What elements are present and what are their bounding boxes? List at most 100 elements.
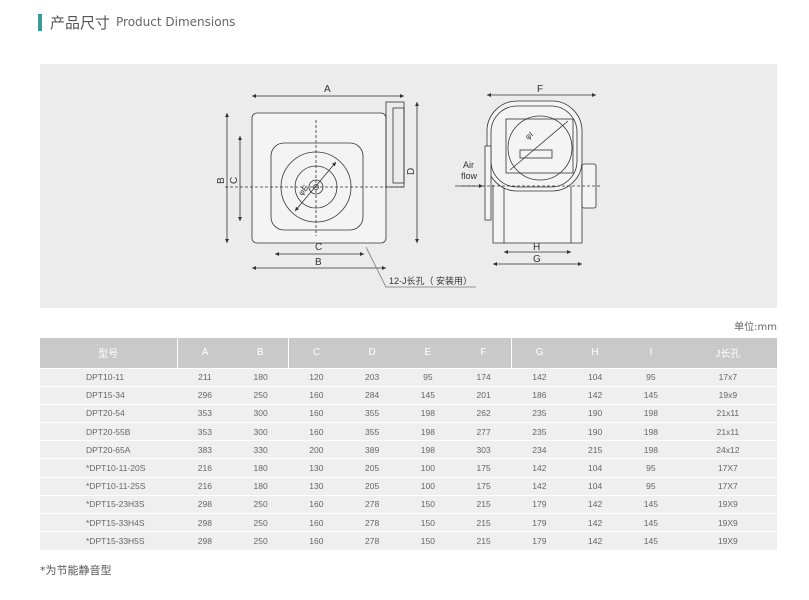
model-cell: DPT20-65A: [40, 440, 177, 459]
column-header: C: [288, 338, 345, 368]
value-cell: 160: [288, 494, 345, 514]
model-cell: DPT20-55B: [40, 422, 177, 441]
value-cell: 179: [511, 531, 568, 550]
model-cell: *DPT15-33H5S: [40, 531, 177, 550]
title-accent-bar: [38, 13, 42, 31]
value-cell: 234: [511, 440, 568, 459]
value-cell: 353: [177, 403, 233, 423]
column-header: J长孔: [678, 338, 777, 368]
value-cell: 104: [567, 476, 623, 496]
value-cell: 205: [344, 458, 400, 478]
value-cell: 160: [288, 422, 345, 441]
column-header: A: [176, 338, 233, 368]
value-cell: 174: [455, 367, 512, 387]
hole-label: 12-J长孔（ 安装用）: [389, 275, 472, 286]
value-cell: 250: [232, 494, 289, 514]
title-en: Product Dimensions: [116, 15, 236, 29]
value-cell: 150: [400, 531, 456, 550]
label-c: C: [229, 177, 240, 184]
value-cell: 235: [511, 403, 568, 423]
value-cell: 142: [511, 367, 568, 387]
value-cell: 24x12: [678, 440, 777, 459]
column-header: I: [623, 338, 679, 368]
column-header: B: [232, 338, 289, 368]
model-cell: *DPT15-33H4S: [40, 512, 177, 532]
value-cell: 198: [623, 422, 679, 441]
label-b: B: [216, 177, 227, 184]
label-i: φI: [524, 130, 535, 142]
model-cell: DPT20-54: [40, 403, 177, 423]
value-cell: 296: [177, 385, 233, 405]
value-cell: 160: [288, 531, 345, 550]
value-cell: 300: [232, 403, 289, 423]
value-cell: 215: [455, 512, 512, 532]
value-cell: 130: [288, 476, 345, 496]
value-cell: 142: [567, 385, 623, 405]
value-cell: 150: [400, 494, 456, 514]
value-cell: 95: [623, 476, 679, 496]
air-label: Air: [463, 160, 474, 170]
value-cell: 145: [400, 385, 456, 405]
value-cell: 278: [344, 512, 400, 532]
value-cell: 389: [344, 440, 400, 459]
value-cell: 95: [623, 367, 679, 387]
column-header: H: [567, 338, 623, 368]
model-cell: *DPT10-11-20S: [40, 458, 177, 478]
value-cell: 216: [177, 458, 233, 478]
value-cell: 278: [344, 494, 400, 514]
value-cell: 298: [177, 512, 233, 532]
value-cell: 142: [567, 531, 623, 550]
value-cell: 179: [511, 512, 568, 532]
front-view: A C B B C D φE 12-J长孔（ 安装用）: [216, 84, 476, 288]
value-cell: 180: [232, 476, 289, 496]
value-cell: 262: [455, 403, 512, 423]
value-cell: 198: [400, 403, 456, 423]
value-cell: 278: [344, 531, 400, 550]
value-cell: 17X7: [678, 476, 777, 496]
value-cell: 21x11: [678, 403, 777, 423]
column-header: 型号: [40, 338, 177, 368]
value-cell: 298: [177, 531, 233, 550]
label-c-bottom: C: [315, 242, 322, 253]
value-cell: 179: [511, 494, 568, 514]
column-header: F: [455, 338, 512, 368]
value-cell: 200: [288, 440, 345, 459]
value-cell: 235: [511, 422, 568, 441]
side-view: F H G φI Air flow: [455, 84, 600, 266]
value-cell: 216: [177, 476, 233, 496]
value-cell: 19x9: [678, 385, 777, 405]
footnote: *为节能静音型: [40, 564, 112, 577]
value-cell: 145: [623, 512, 679, 532]
value-cell: 303: [455, 440, 512, 459]
value-cell: 100: [400, 476, 456, 496]
model-cell: DPT15-34: [40, 385, 177, 405]
value-cell: 215: [567, 440, 623, 459]
value-cell: 120: [288, 367, 345, 387]
value-cell: 160: [288, 403, 345, 423]
value-cell: 95: [400, 367, 456, 387]
model-cell: DPT10-11: [40, 367, 177, 387]
value-cell: 355: [344, 422, 400, 441]
value-cell: 145: [623, 531, 679, 550]
value-cell: 175: [455, 476, 512, 496]
value-cell: 19X9: [678, 494, 777, 514]
value-cell: 17x7: [678, 367, 777, 387]
model-cell: *DPT15-23H3S: [40, 494, 177, 514]
value-cell: 330: [232, 440, 289, 459]
label-g: G: [533, 254, 541, 265]
column-header: E: [400, 338, 456, 368]
unit-label: 单位:mm: [734, 322, 777, 333]
value-cell: 142: [511, 458, 568, 478]
value-cell: 198: [623, 440, 679, 459]
value-cell: 100: [400, 458, 456, 478]
value-cell: 215: [455, 494, 512, 514]
